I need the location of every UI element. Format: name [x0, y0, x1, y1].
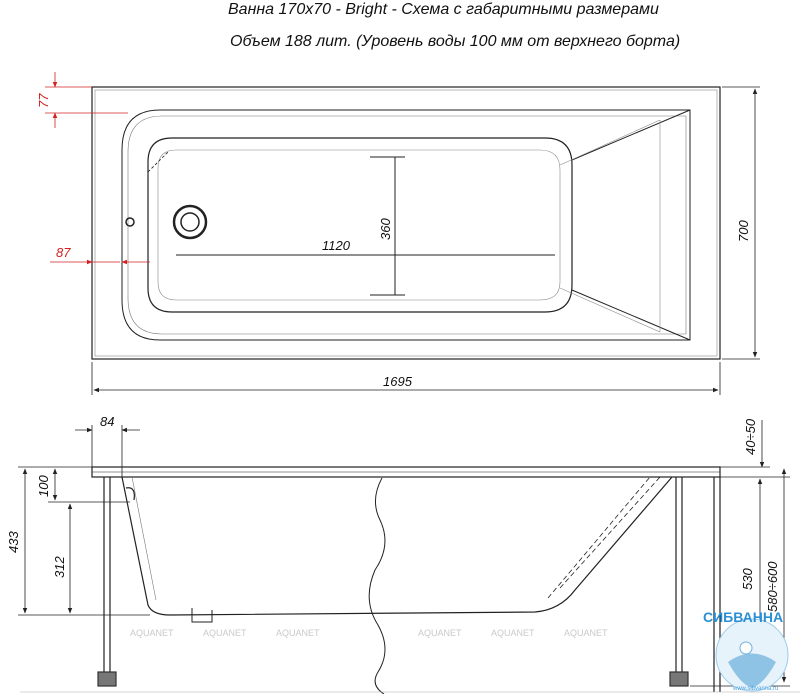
dim-offset-drain: 87	[56, 245, 71, 260]
side-view-dimensions	[18, 420, 790, 687]
sibvanna-logo: СИБВАННА www.sibvanna.ru	[703, 609, 789, 692]
watermark-1: AQUANET	[130, 628, 174, 638]
dim-inner-width: 360	[378, 218, 393, 240]
dim-length: 1695	[383, 374, 413, 389]
tub-outer-outline	[91, 86, 721, 360]
overflow-hole	[125, 217, 135, 227]
top-view	[91, 86, 721, 360]
dim-total-height: 433	[6, 531, 21, 553]
watermark-3: AQUANET	[276, 628, 320, 638]
top-view-dimensions	[91, 86, 760, 395]
dim-offset-top: 77	[36, 93, 51, 108]
watermark-4: AQUANET	[418, 628, 462, 638]
tub-basin-outline	[147, 137, 573, 313]
side-view	[20, 466, 800, 694]
dim-adjust-range: 580÷600	[765, 561, 780, 612]
dim-width: 700	[736, 220, 751, 242]
watermark-2: AQUANET	[203, 628, 247, 638]
watermark-row: AQUANET AQUANET AQUANET AQUANET AQUANET …	[130, 628, 608, 638]
dim-tolerance: 40÷50	[743, 418, 758, 455]
watermark-5: AQUANET	[491, 628, 535, 638]
drain-circle	[172, 204, 208, 240]
red-dimensions	[45, 72, 150, 265]
diagram-subtitle: Объем 188 лит. (Уровень воды 100 мм от в…	[230, 33, 681, 50]
dim-leg-height: 530	[740, 568, 755, 590]
logo-name: СИБВАННА	[703, 609, 783, 625]
tub-body-profile	[121, 476, 673, 616]
diagram-title: Ванна 170х70 - Bright - Схема с габаритн…	[228, 1, 659, 18]
dim-water-level: 100	[36, 475, 51, 497]
tub-rim-outline	[121, 109, 691, 341]
dim-depth: 312	[52, 556, 67, 578]
logo-url: www.sibvanna.ru	[732, 686, 778, 692]
dim-inner-length: 1120	[322, 238, 351, 253]
break-line	[368, 477, 386, 694]
watermark-6: AQUANET	[564, 628, 608, 638]
dim-rim-offset: 84	[100, 414, 114, 429]
